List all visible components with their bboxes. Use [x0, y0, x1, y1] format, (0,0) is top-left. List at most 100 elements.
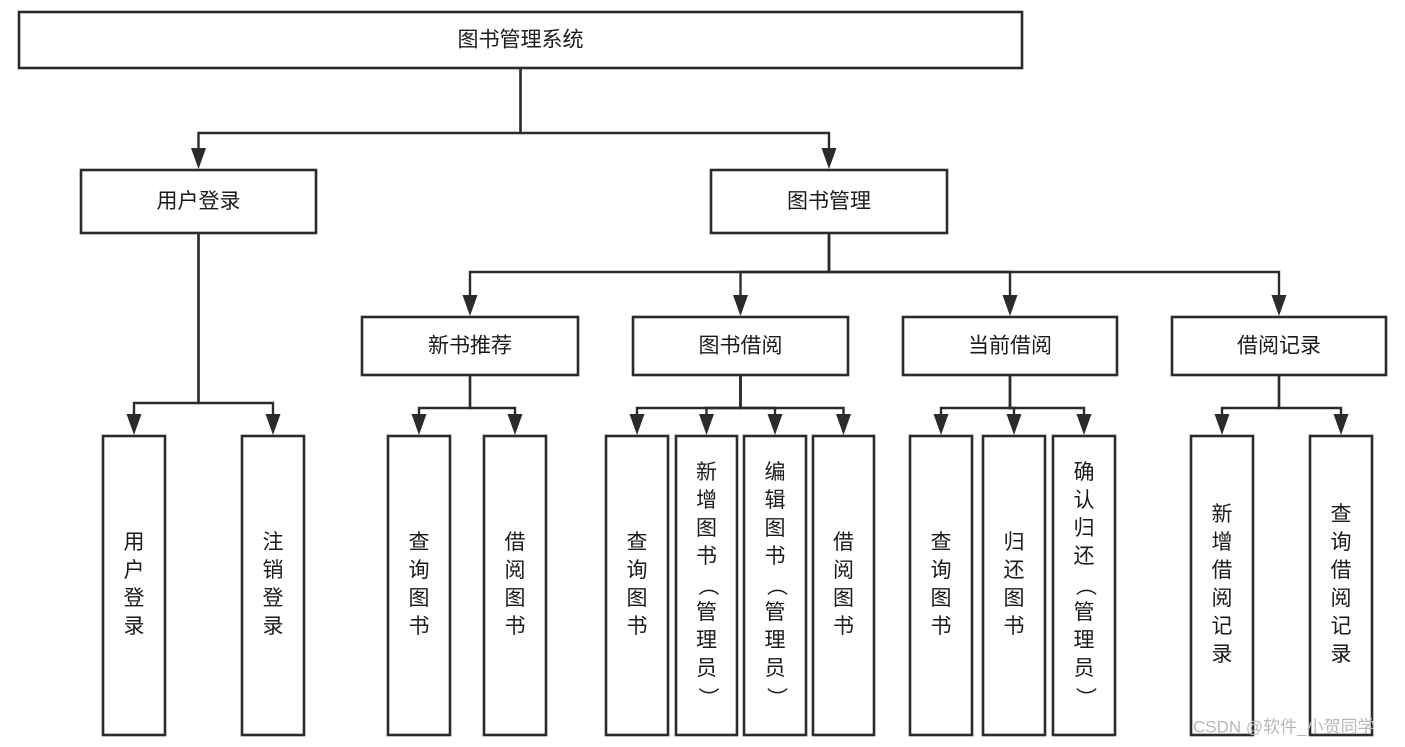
- arrow-head-icon: [836, 414, 851, 435]
- node-box[interactable]: [901, 315, 1119, 377]
- connector-line: [468, 233, 831, 295]
- node-box[interactable]: [631, 315, 850, 377]
- connector-line: [519, 68, 831, 148]
- node-label-char: 阅: [1212, 587, 1233, 610]
- node-label-char: （: [764, 575, 787, 596]
- connector-user-login-to-leaf-user-login: [126, 233, 200, 435]
- connector-line: [739, 233, 831, 295]
- connector-borrow-record-to-leaf-add-record: [1214, 375, 1281, 435]
- node-label-char: 归: [1004, 531, 1025, 554]
- connector-line: [1277, 375, 1343, 414]
- node-label-char: （: [696, 575, 719, 596]
- connector-line: [132, 233, 200, 414]
- node-book-borrow[interactable]: 图书借阅: [631, 315, 850, 377]
- node-label-char: 用: [124, 531, 145, 554]
- node-label-char: 询: [931, 559, 952, 582]
- node-box[interactable]: [674, 434, 739, 737]
- connector-book-manage-to-current-borrow: [827, 233, 1018, 316]
- connector-book-borrow-to-leaf-query-book-2: [629, 375, 742, 435]
- node-label-char: 询: [627, 559, 648, 582]
- node-label-char: 借: [1212, 559, 1233, 582]
- node-box[interactable]: [981, 434, 1047, 737]
- node-label-char: ）: [696, 687, 719, 708]
- node-user-login[interactable]: 用户登录: [79, 168, 318, 235]
- node-box[interactable]: [101, 434, 167, 737]
- node-label-char: 借: [833, 531, 854, 554]
- arrow-head-icon: [1271, 295, 1287, 316]
- arrow-head-icon: [1214, 414, 1230, 435]
- node-label-char: 书: [1004, 615, 1025, 638]
- node-label-char: 书: [409, 615, 430, 638]
- node-label-char: 书: [696, 545, 717, 568]
- node-label-char: 询: [1331, 531, 1352, 554]
- node-current-borrow[interactable]: 当前借阅: [901, 315, 1119, 377]
- node-borrow-record[interactable]: 借阅记录: [1170, 315, 1388, 377]
- node-box[interactable]: [79, 168, 318, 235]
- node-box[interactable]: [604, 434, 670, 737]
- node-label-char: 图: [833, 587, 854, 610]
- arrow-head-icon: [191, 148, 206, 169]
- node-label-char: 图: [1004, 587, 1025, 610]
- node-label-char: 书: [627, 615, 648, 638]
- node-label-char: 管: [696, 601, 717, 624]
- node-label-char: （: [1073, 575, 1096, 596]
- connector-line: [197, 68, 522, 148]
- node-box[interactable]: [240, 434, 306, 737]
- node-box[interactable]: [360, 315, 580, 377]
- node-label-char: 借: [1331, 559, 1352, 582]
- node-leaf-user-login[interactable]: 用户登录: [101, 434, 167, 737]
- node-box[interactable]: [1189, 434, 1255, 737]
- node-box[interactable]: [709, 168, 949, 235]
- node-new-book-rec[interactable]: 新书推荐: [360, 315, 580, 377]
- arrow-head-icon: [767, 414, 783, 435]
- node-label-char: ）: [764, 687, 787, 708]
- arrow-head-icon: [507, 414, 523, 435]
- node-box[interactable]: [811, 434, 876, 737]
- arrow-head-icon: [411, 414, 427, 435]
- node-label-char: 记: [1212, 615, 1233, 638]
- node-book-manage[interactable]: 图书管理: [709, 168, 949, 235]
- node-label: 当前借阅: [968, 335, 1052, 358]
- node-label-char: 户: [124, 559, 145, 582]
- node-box[interactable]: [17, 10, 1024, 70]
- node-label-char: 录: [1212, 643, 1233, 666]
- node-label-char: 新: [1212, 503, 1233, 526]
- connector-borrow-record-to-leaf-query-record: [1277, 375, 1349, 435]
- node-label: 借阅记录: [1237, 335, 1321, 358]
- node-label: 用户登录: [157, 190, 241, 213]
- node-box[interactable]: [1308, 434, 1374, 737]
- node-label-char: 图: [696, 517, 717, 540]
- node-box[interactable]: [908, 434, 974, 737]
- node-box[interactable]: [742, 434, 808, 737]
- node-box[interactable]: [482, 434, 548, 737]
- node-label-char: 新: [696, 461, 717, 484]
- node-label-char: 管: [1074, 601, 1095, 624]
- arrow-head-icon: [1076, 414, 1092, 435]
- node-box[interactable]: [386, 434, 452, 737]
- node-root[interactable]: 图书管理系统: [17, 10, 1024, 70]
- node-box[interactable]: [1051, 434, 1117, 737]
- arrow-head-icon: [1333, 414, 1349, 435]
- node-box[interactable]: [1170, 315, 1388, 377]
- arrow-head-icon: [629, 414, 645, 435]
- connector-line: [939, 375, 1012, 414]
- connector-root-to-book-manage: [519, 68, 837, 169]
- node-label-char: 增: [696, 489, 717, 512]
- node-label-char: 书: [765, 545, 786, 568]
- connector-current-borrow-to-leaf-confirm-return: [1008, 375, 1092, 435]
- node-label-char: 书: [505, 615, 526, 638]
- node-label-char: 理: [696, 629, 717, 652]
- connector-new-book-rec-to-leaf-query-book-1: [411, 375, 472, 435]
